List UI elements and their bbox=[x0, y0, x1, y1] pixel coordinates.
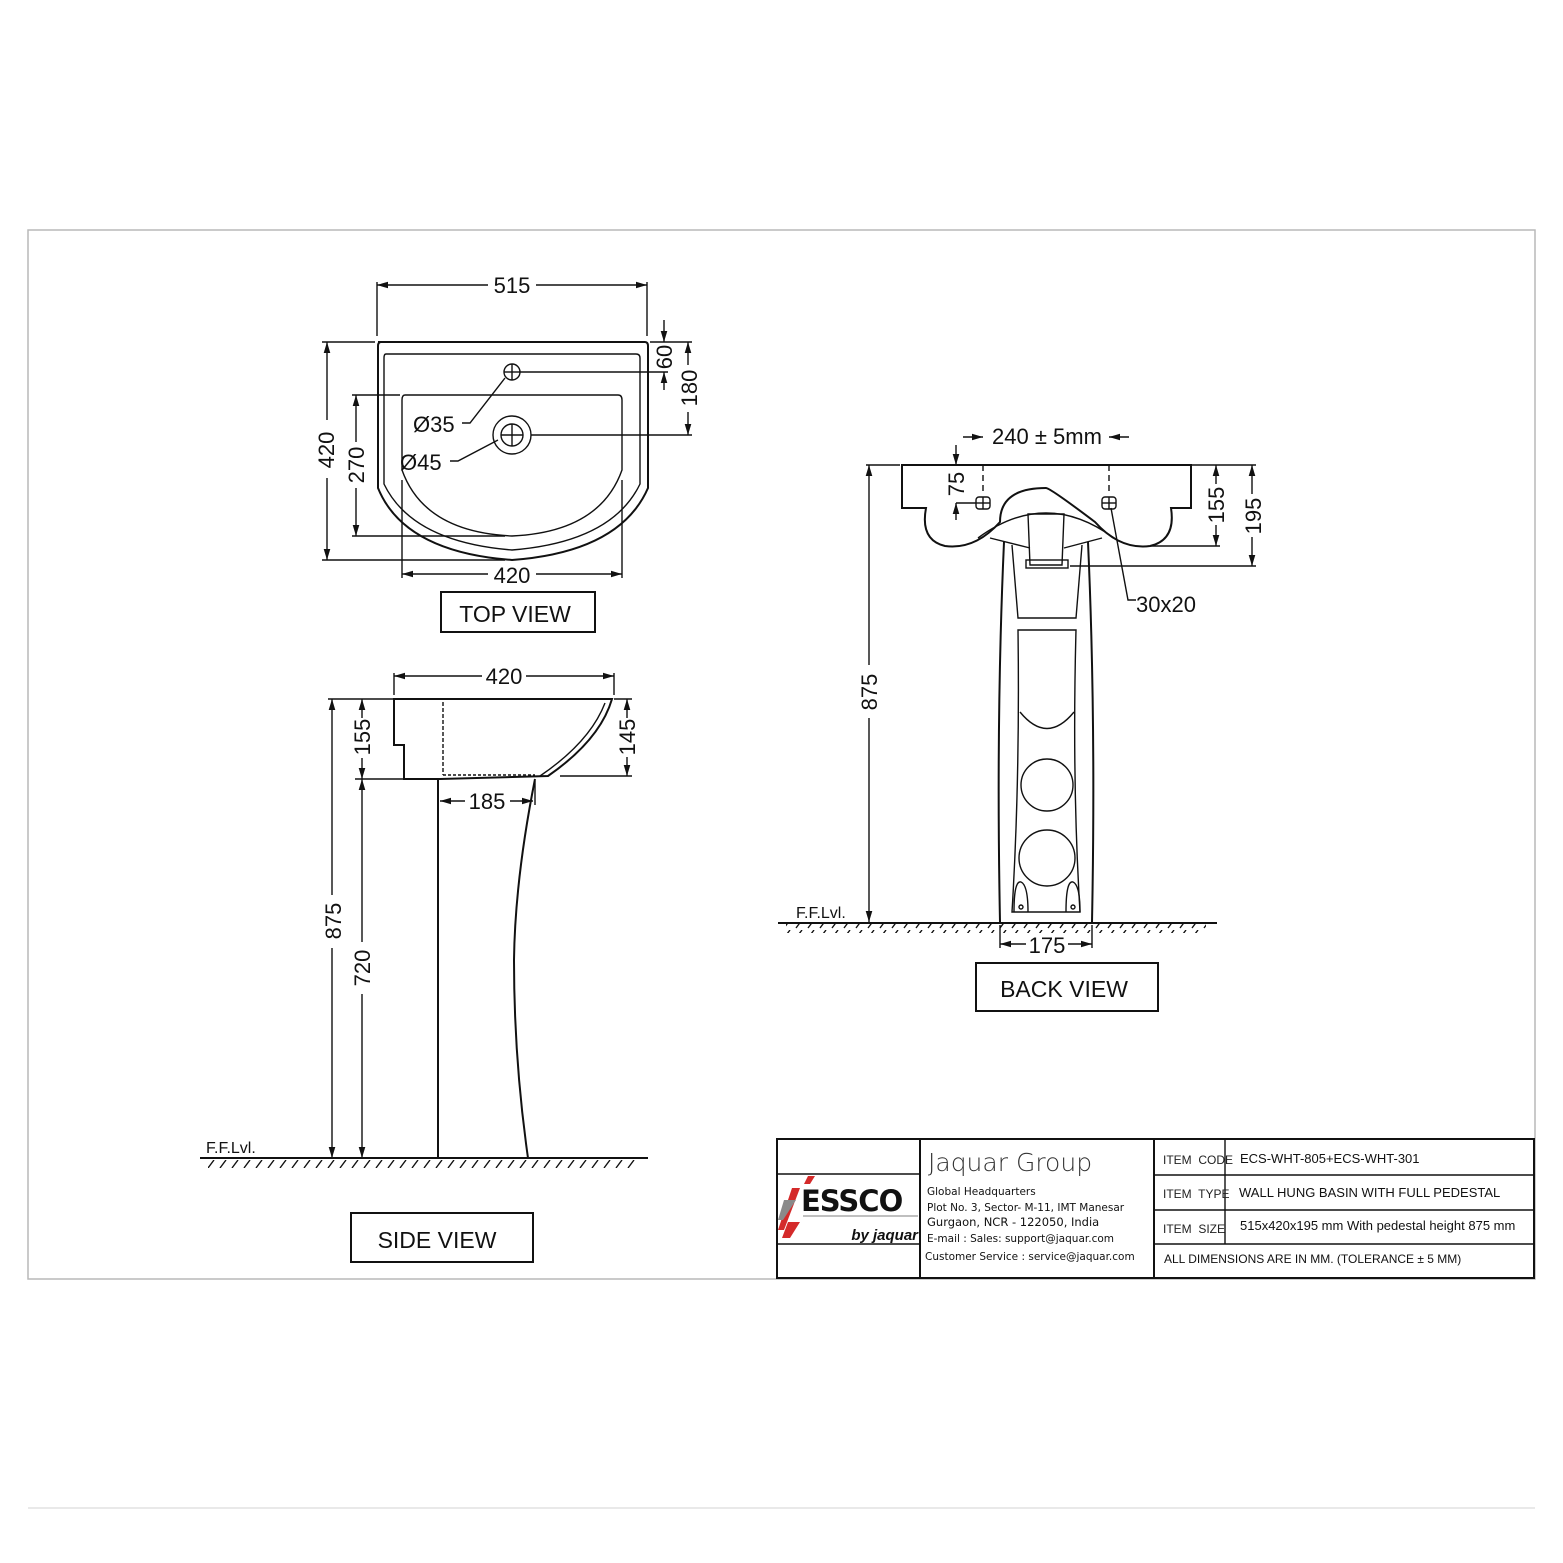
item-size-value: 515x420x195 mm With pedestal height 875 … bbox=[1240, 1218, 1515, 1233]
dim-bowl-depth: 270 bbox=[344, 447, 369, 484]
sheet-frame bbox=[27, 229, 1536, 1509]
dim-side-depth: 420 bbox=[486, 664, 523, 689]
dim-back-base-width: 175 bbox=[1029, 933, 1066, 958]
address-line-2: Plot No. 3, Sector- M-11, IMT Manesar bbox=[927, 1202, 1125, 1214]
dim-back-rear-height: 155 bbox=[1204, 487, 1229, 524]
dim-bowl-width: 420 bbox=[494, 563, 531, 588]
company-name: Jaquar Group bbox=[928, 1148, 1092, 1177]
item-size-label: ITEM SIZE bbox=[1163, 1222, 1225, 1236]
dim-top-width: 515 bbox=[494, 273, 531, 298]
dim-waste-dia: Ø45 bbox=[400, 450, 442, 475]
side-floor-label: F.F.Lvl. bbox=[206, 1140, 256, 1157]
essco-logo: ESSCO by jaquar bbox=[778, 1176, 919, 1244]
logo-text: ESSCO bbox=[801, 1184, 903, 1218]
dim-waste-offset: 180 bbox=[677, 370, 702, 407]
dim-tap-dia: Ø35 bbox=[413, 412, 455, 437]
title-block: ESSCO by jaquar Jaquar Group Global Head… bbox=[776, 1138, 1535, 1279]
dim-side-pedestal-height: 720 bbox=[350, 950, 375, 987]
back-view-label: BACK VIEW bbox=[1000, 976, 1128, 1002]
address-line-5: Customer Service : service@jaquar.com bbox=[925, 1251, 1135, 1263]
item-code-label: ITEM CODE bbox=[1163, 1153, 1233, 1167]
dim-back-overall-rear: 195 bbox=[1241, 498, 1266, 535]
item-type-label: ITEM TYPE bbox=[1163, 1187, 1229, 1201]
dim-side-basin-height: 155 bbox=[350, 719, 375, 756]
side-view: 420 155 145 185 875 720 F.F.Lvl. SIDE VI… bbox=[200, 664, 648, 1263]
dim-back-fixing-height: 75 bbox=[944, 472, 969, 496]
dim-side-pedestal-top: 185 bbox=[469, 789, 506, 814]
dim-side-overall-height: 875 bbox=[321, 903, 346, 940]
top-view: 515 420 270 420 60 180 Ø35 Ø45 bbox=[314, 273, 702, 633]
back-floor-label: F.F.Lvl. bbox=[796, 905, 846, 922]
address-line-4: E-mail : Sales: support@jaquar.com bbox=[927, 1233, 1114, 1245]
address-line-1: Global Headquarters bbox=[927, 1186, 1036, 1198]
logo-subtext: by jaquar bbox=[851, 1227, 919, 1244]
dim-side-front-height: 145 bbox=[615, 719, 640, 756]
address-line-3: Gurgaon, NCR - 122050, India bbox=[927, 1215, 1099, 1229]
dimensions-note: ALL DIMENSIONS ARE IN MM. (TOLERANCE ± 5… bbox=[1164, 1252, 1461, 1266]
top-view-label: TOP VIEW bbox=[459, 601, 571, 627]
dim-tap-offset: 60 bbox=[652, 345, 677, 369]
dim-back-fixing-slot: 30x20 bbox=[1136, 592, 1196, 617]
dim-back-overall-height: 875 bbox=[857, 674, 882, 711]
item-code-value: ECS-WHT-805+ECS-WHT-301 bbox=[1240, 1151, 1420, 1166]
back-view: 240 ± 5mm 75 155 195 30x20 875 F.F.Lvl. bbox=[778, 424, 1266, 1012]
side-view-label: SIDE VIEW bbox=[378, 1227, 497, 1253]
dim-top-depth: 420 bbox=[314, 432, 339, 469]
dim-back-fixing-centres: 240 ± 5mm bbox=[992, 424, 1102, 449]
item-type-value: WALL HUNG BASIN WITH FULL PEDESTAL bbox=[1239, 1185, 1500, 1200]
